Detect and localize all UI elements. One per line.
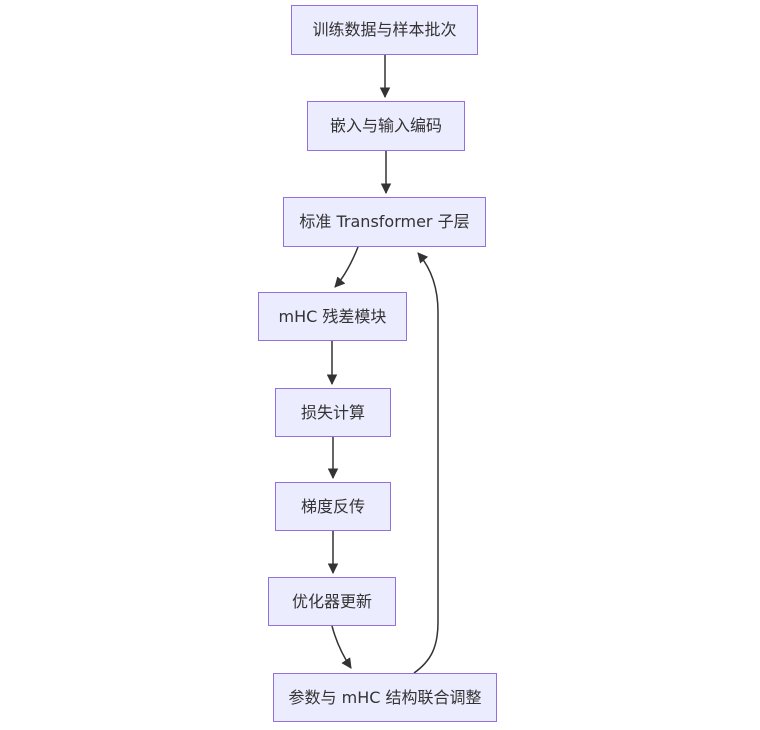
node-joint-adjust: 参数与 mHC 结构联合调整: [273, 673, 497, 722]
node-optimizer: 优化器更新: [268, 577, 396, 626]
edge-optimizer-to-adjust-arrow: [331, 625, 352, 669]
node-transformer: 标准 Transformer 子层: [283, 197, 486, 247]
node-backprop: 梯度反传: [275, 482, 391, 531]
node-mhc-residual: mHC 残差模块: [258, 292, 407, 341]
edge-transformer-to-mhc-arrow: [334, 246, 359, 288]
node-training-data: 训练数据与样本批次: [291, 5, 478, 55]
node-loss: 损失计算: [275, 388, 391, 437]
edge-adjust-to-transformer-feedback-arrow: [413, 252, 439, 674]
node-embedding: 嵌入与输入编码: [307, 101, 465, 151]
